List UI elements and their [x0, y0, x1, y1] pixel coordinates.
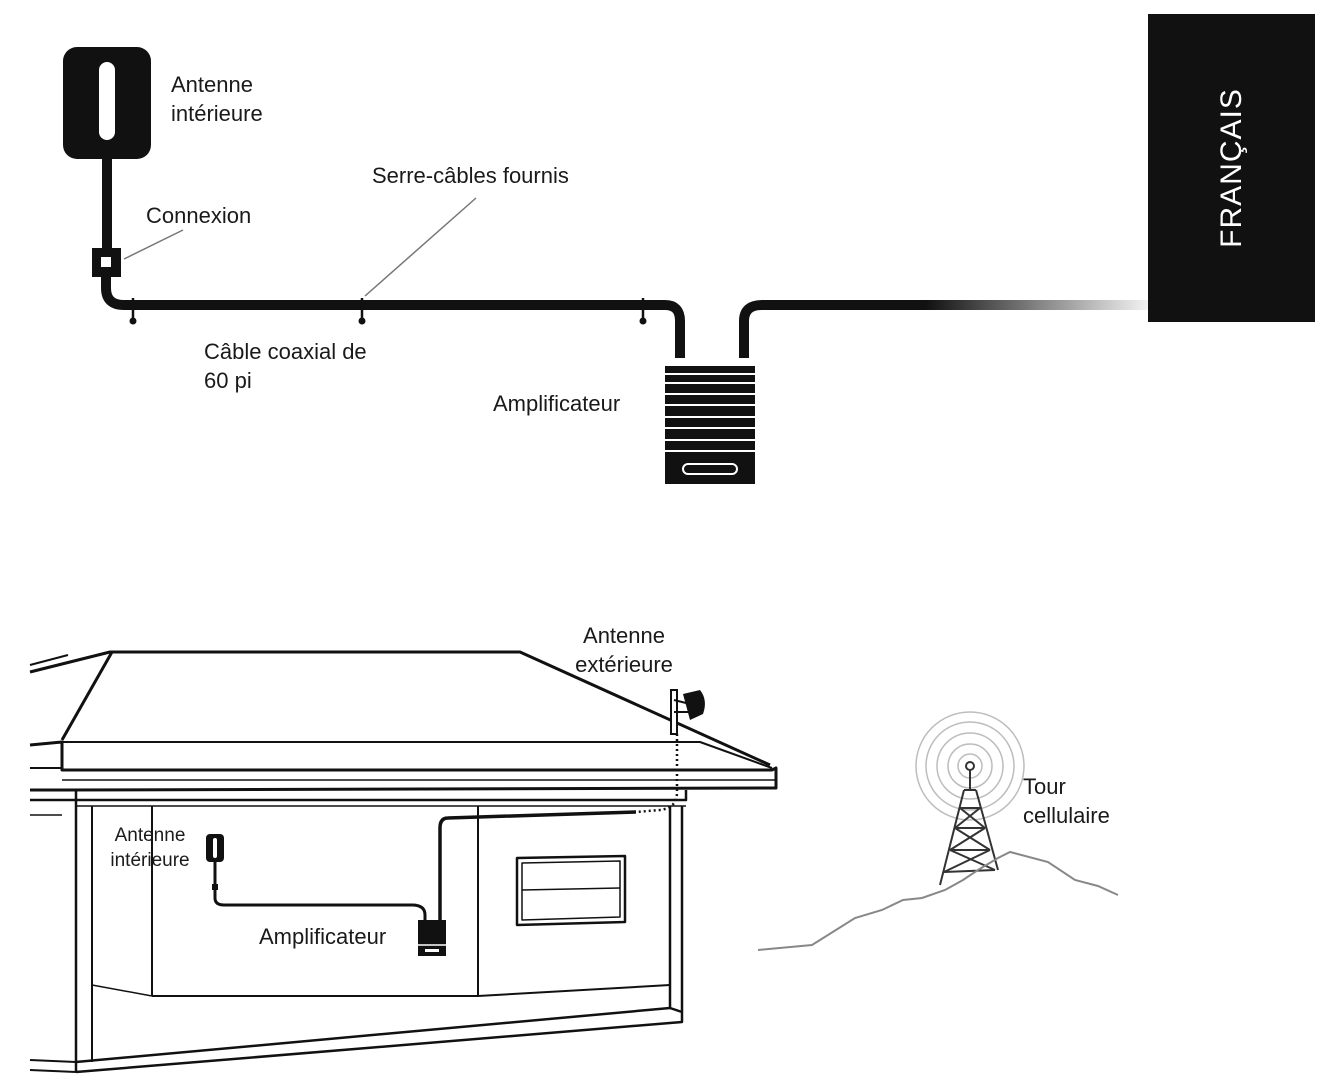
- language-tab-label: FRANÇAIS: [1214, 88, 1248, 248]
- bottom-indoor-antenna-icon: [206, 834, 224, 890]
- outdoor-antenna-icon: [670, 689, 705, 735]
- coax-cable-indoor: [101, 277, 685, 358]
- leader-line-cable-ties: [364, 197, 477, 297]
- indoor-cable-to-amplifier: [438, 810, 637, 922]
- connection-label: Connexion: [146, 203, 252, 228]
- indoor-cable-from-antenna: [213, 862, 427, 922]
- connection-icon: [92, 248, 121, 277]
- cell-tower-icon: [939, 761, 999, 886]
- language-tab: [1148, 14, 1315, 322]
- cable-tie-icons: [129, 298, 647, 325]
- bottom-amplifier-label: Amplificateur: [259, 924, 387, 949]
- top-amplifier-label: Amplificateur: [493, 391, 621, 416]
- cable-ties-label: Serre-câbles fournis: [372, 163, 569, 188]
- outdoor-cable-dotted: [635, 734, 679, 814]
- mountain-outline: [757, 850, 1119, 951]
- coax-cable-outdoor: [739, 300, 1148, 358]
- signal-rings-icon: [915, 711, 1025, 821]
- cell-tower-label: Tour cellulaire: [1023, 774, 1110, 828]
- top-indoor-antenna-icon: [63, 47, 151, 250]
- outdoor-antenna-label: Antenne extérieure: [575, 623, 673, 677]
- language-tab-label-wrap: FRANÇAIS: [1148, 14, 1315, 322]
- leader-line-connection: [123, 229, 184, 260]
- top-indoor-antenna-label: Antenne intérieure: [171, 72, 263, 126]
- bottom-indoor-antenna-label: Antenne intérieure: [110, 825, 190, 871]
- coax-cable-label: Câble coaxial de 60 pi: [204, 339, 367, 393]
- house-illustration: [29, 650, 778, 1074]
- bottom-amplifier-icon: [418, 920, 446, 956]
- top-amplifier-icon: [665, 366, 755, 484]
